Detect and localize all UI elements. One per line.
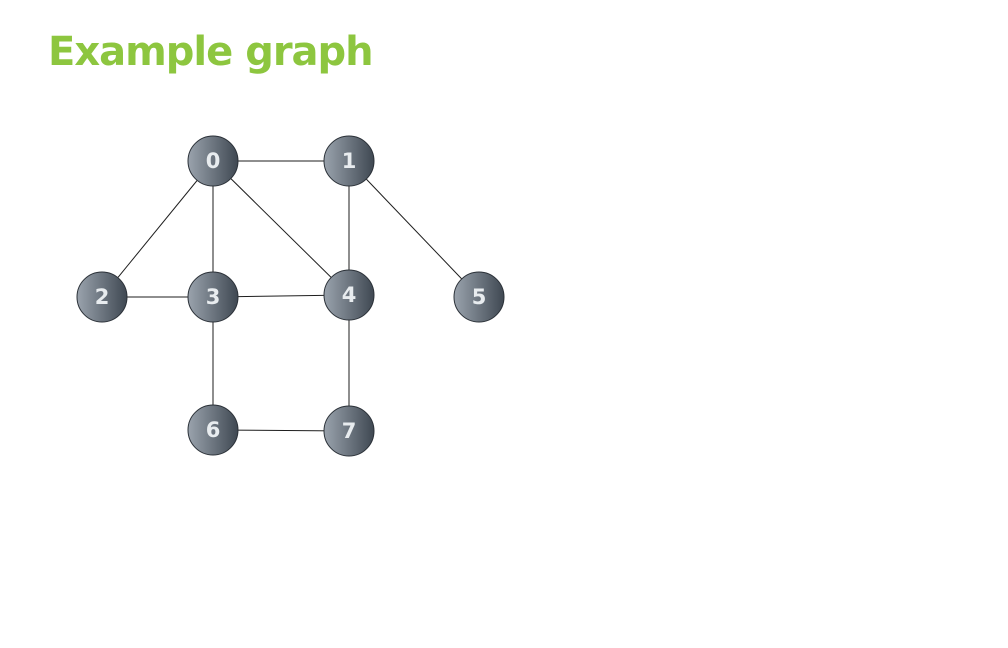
node-label: 4 bbox=[342, 283, 357, 307]
node-circle bbox=[76, 271, 128, 323]
node-label: 0 bbox=[206, 149, 221, 173]
edge-0-4 bbox=[212, 160, 350, 296]
node-label: 3 bbox=[206, 285, 221, 309]
node-label: 5 bbox=[472, 285, 487, 309]
node-label: 6 bbox=[206, 418, 221, 442]
node-circle bbox=[187, 404, 239, 456]
node-6: 6 bbox=[187, 404, 239, 456]
node-3: 3 bbox=[187, 271, 239, 323]
node-2: 2 bbox=[76, 271, 128, 323]
node-1: 1 bbox=[323, 135, 375, 187]
node-5: 5 bbox=[453, 271, 505, 323]
node-circle bbox=[187, 271, 239, 323]
edge-1-5 bbox=[348, 160, 480, 298]
node-circle bbox=[323, 405, 375, 457]
node-circle bbox=[323, 135, 375, 187]
node-circle bbox=[187, 135, 239, 187]
nodes: 0 1 2 3 4 5 6 7 bbox=[76, 135, 505, 457]
node-4: 4 bbox=[323, 269, 375, 321]
node-label: 2 bbox=[95, 285, 110, 309]
page-title: Example graph bbox=[48, 29, 374, 75]
node-0: 0 bbox=[187, 135, 239, 187]
node-circle bbox=[323, 269, 375, 321]
node-label: 1 bbox=[342, 149, 357, 173]
edge-0-2 bbox=[101, 160, 214, 298]
node-7: 7 bbox=[323, 405, 375, 457]
edges bbox=[101, 160, 480, 432]
node-label: 7 bbox=[342, 419, 357, 443]
node-circle bbox=[453, 271, 505, 323]
